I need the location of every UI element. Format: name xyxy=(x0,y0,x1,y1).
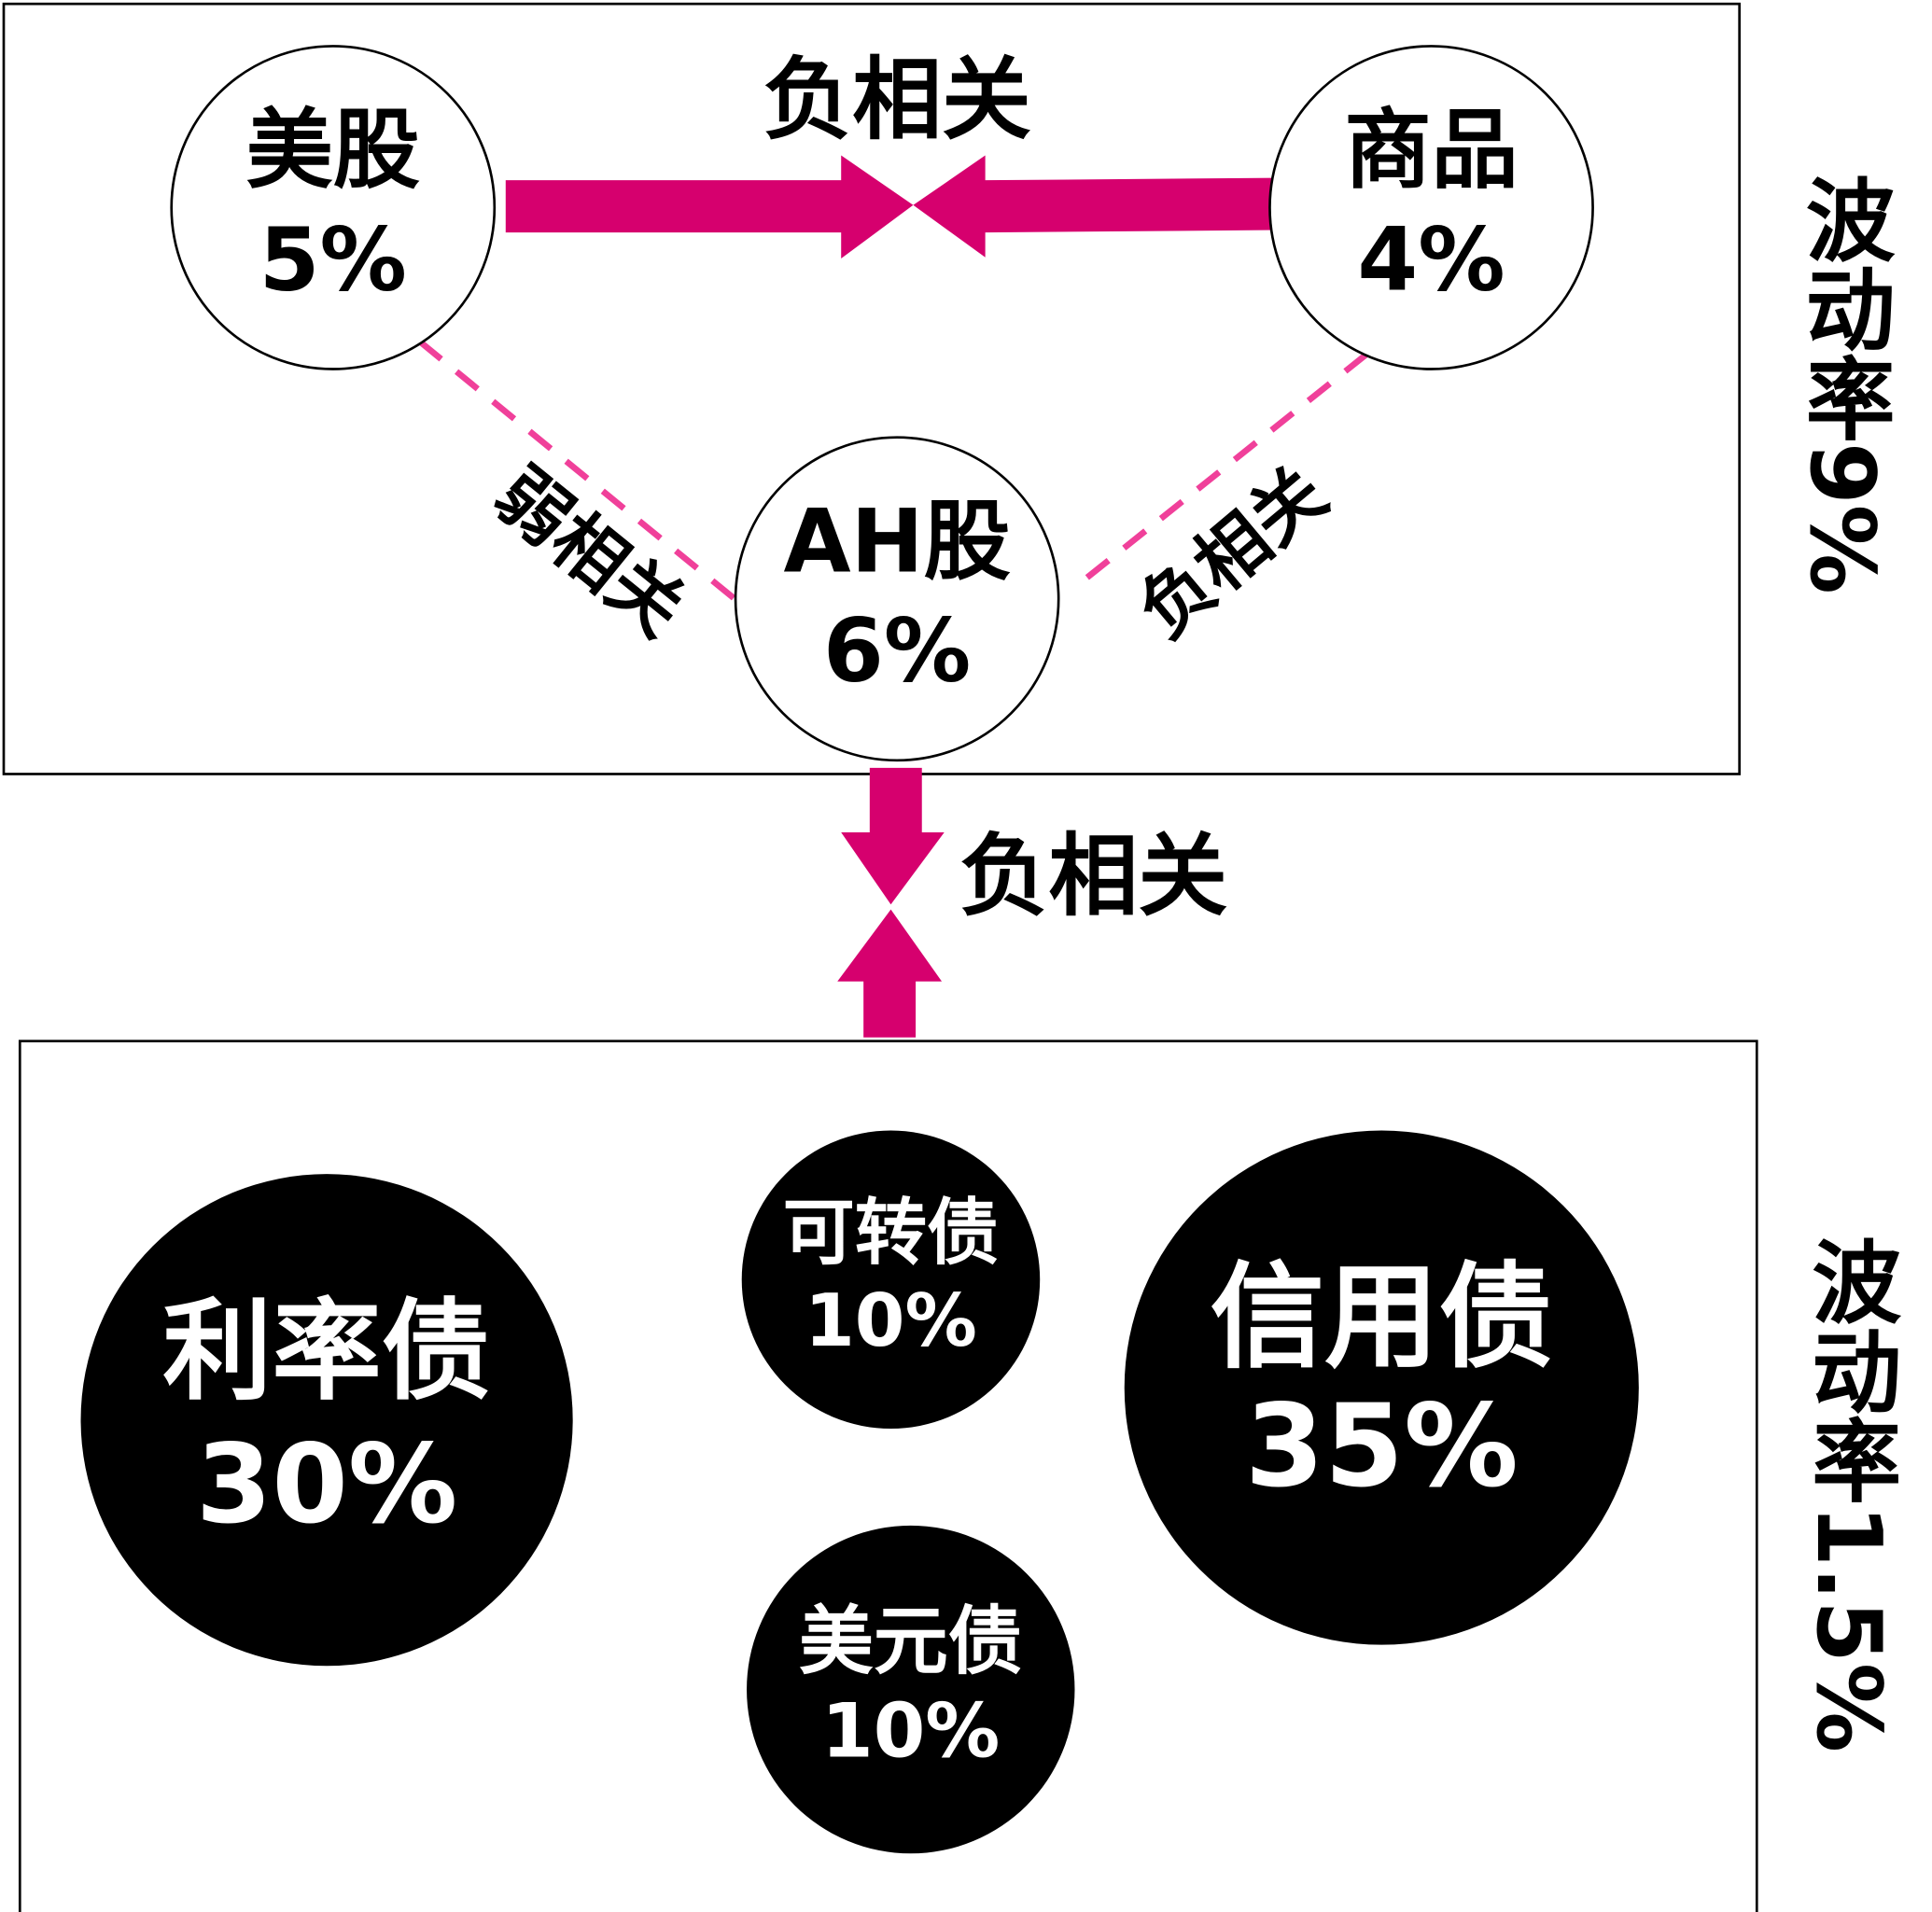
commodity-weight: 4% xyxy=(1357,209,1505,310)
top-volatility-label: 波动率9% xyxy=(1790,174,1895,594)
us-stock-weight: 5% xyxy=(259,209,407,310)
commodity-name: 商品 xyxy=(1344,100,1518,201)
left-arrow xyxy=(913,155,1290,258)
down-arrow xyxy=(841,767,945,905)
ah-stock-name: AH股 xyxy=(783,491,1010,592)
ah-stock-weight: 6% xyxy=(823,601,971,702)
group-relation: 负相关 xyxy=(959,824,1228,928)
up-arrow xyxy=(837,909,943,1038)
convertible-bond-circle xyxy=(741,1130,1041,1430)
convertible-bond-name: 可转债 xyxy=(783,1191,1000,1275)
weak-correlation-line xyxy=(417,339,742,606)
credit-bond-weight: 35% xyxy=(1245,1379,1519,1513)
us-stock-name: 美股 xyxy=(246,100,420,201)
bond-group-box xyxy=(18,1040,1758,1912)
negative-correlation-line xyxy=(1073,351,1369,590)
us-ah-relation: 弱相关 xyxy=(479,452,700,653)
credit-bond-circle xyxy=(1124,1130,1639,1645)
credit-bond-name: 信用债 xyxy=(1211,1250,1553,1384)
right-arrow xyxy=(505,155,914,259)
commodity-circle xyxy=(1268,45,1594,370)
rate-bond-name: 利率债 xyxy=(162,1287,490,1415)
rate-bond-weight: 30% xyxy=(196,1420,457,1548)
rate-bond-circle xyxy=(80,1174,573,1667)
ah-stock-circle xyxy=(734,436,1060,762)
usd-bond-circle xyxy=(747,1525,1075,1854)
bottom-volatility-label: 波动率1.5% xyxy=(1797,1236,1901,1752)
us-commodity-relation: 负相关 xyxy=(763,48,1031,152)
us-stock-circle xyxy=(170,45,497,370)
convertible-bond-weight: 10% xyxy=(805,1279,977,1363)
commodity-ah-relation: 负相关 xyxy=(1124,452,1343,655)
usd-bond-name: 美元债 xyxy=(799,1598,1023,1685)
usd-bond-weight: 10% xyxy=(821,1687,1000,1774)
